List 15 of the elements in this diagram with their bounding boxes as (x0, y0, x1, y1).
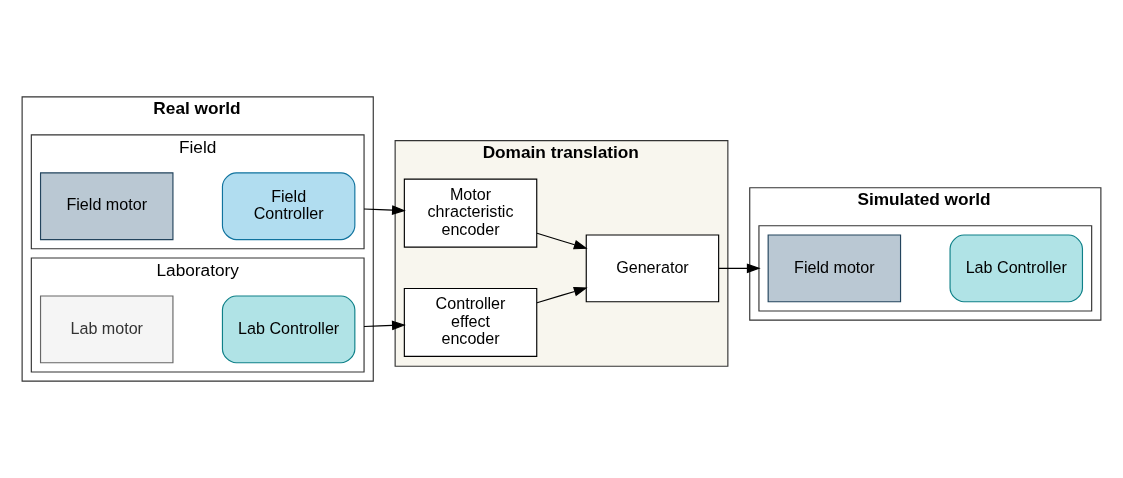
arrow (363, 205, 406, 215)
node-box: Motor chracteristic encoder (403, 178, 538, 248)
node-box: Lab Controller (221, 295, 356, 364)
node-box: Field motor (767, 234, 902, 303)
arrow (363, 320, 406, 331)
node-box: Generator (585, 234, 720, 303)
node-box: Field motor (39, 172, 174, 241)
node-box: Lab Controller (949, 234, 1084, 303)
node-box: Controller effect encoder (403, 287, 538, 357)
arrow (718, 263, 761, 274)
node-box: Field Controller (221, 172, 356, 241)
cluster (758, 225, 1093, 312)
node-box: Lab motor (39, 295, 174, 364)
arrow (536, 286, 588, 304)
arrow (536, 232, 588, 250)
